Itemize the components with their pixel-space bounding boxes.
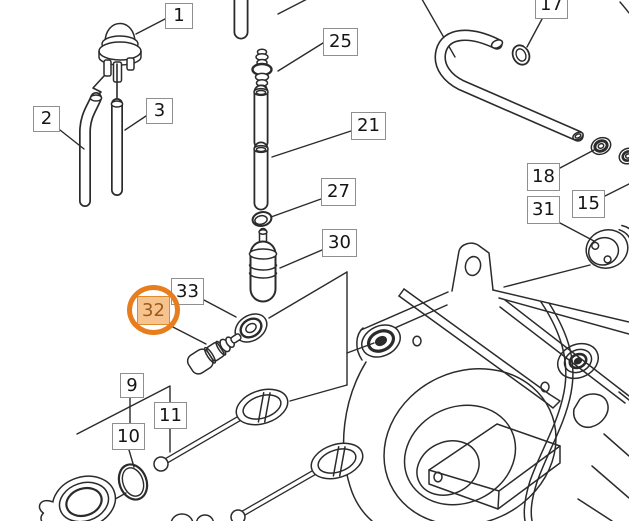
fuel-pipe-drawing <box>253 84 269 211</box>
cap-retainer-drawing <box>153 388 289 472</box>
cap-retainer-2-drawing <box>230 442 364 521</box>
part-callout-1[interactable]: 1 <box>165 3 193 29</box>
part-callout-2[interactable]: 2 <box>33 106 60 132</box>
part-callout-31[interactable]: 31 <box>527 196 560 224</box>
part-callout-27[interactable]: 27 <box>321 178 356 206</box>
crankcase-housing-drawing <box>342 242 629 521</box>
part-callout-10[interactable]: 10 <box>112 423 145 450</box>
partial-cap-drawing <box>170 513 215 521</box>
part-callout-15[interactable]: 15 <box>572 190 605 218</box>
fuel-line-3-drawing <box>110 98 124 196</box>
hose-clip-drawing <box>511 43 533 66</box>
fuel-cap-drawing <box>38 475 117 521</box>
grommet-18-drawing <box>590 136 612 156</box>
part-callout-21[interactable]: 21 <box>351 112 386 140</box>
part-callout-17[interactable]: 17 <box>535 0 568 19</box>
part-callout-3[interactable]: 3 <box>146 98 173 124</box>
part-callout-9[interactable]: 9 <box>120 373 144 398</box>
oil-pump-disc-drawing <box>585 224 629 269</box>
cap-oring-drawing <box>117 463 149 501</box>
part-callout-11[interactable]: 11 <box>154 402 187 429</box>
part-callout-32-highlighted[interactable]: 32 <box>137 296 170 325</box>
part-callout-33[interactable]: 33 <box>171 278 204 305</box>
part-callout-18[interactable]: 18 <box>527 163 560 191</box>
impulse-hose-drawing <box>434 29 584 142</box>
part-callout-30[interactable]: 30 <box>322 229 357 257</box>
grommet-15-drawing <box>618 147 629 165</box>
part-callout-25[interactable]: 25 <box>323 28 358 56</box>
fuel-line-2-drawing <box>79 92 103 207</box>
fuel-filter-drawing <box>248 227 278 303</box>
connector-fitting-drawing <box>251 48 273 92</box>
primer-bulb-drawing <box>92 22 142 103</box>
oil-pickup-fitting-drawing <box>186 333 242 375</box>
seal-ring-drawing <box>251 211 273 227</box>
